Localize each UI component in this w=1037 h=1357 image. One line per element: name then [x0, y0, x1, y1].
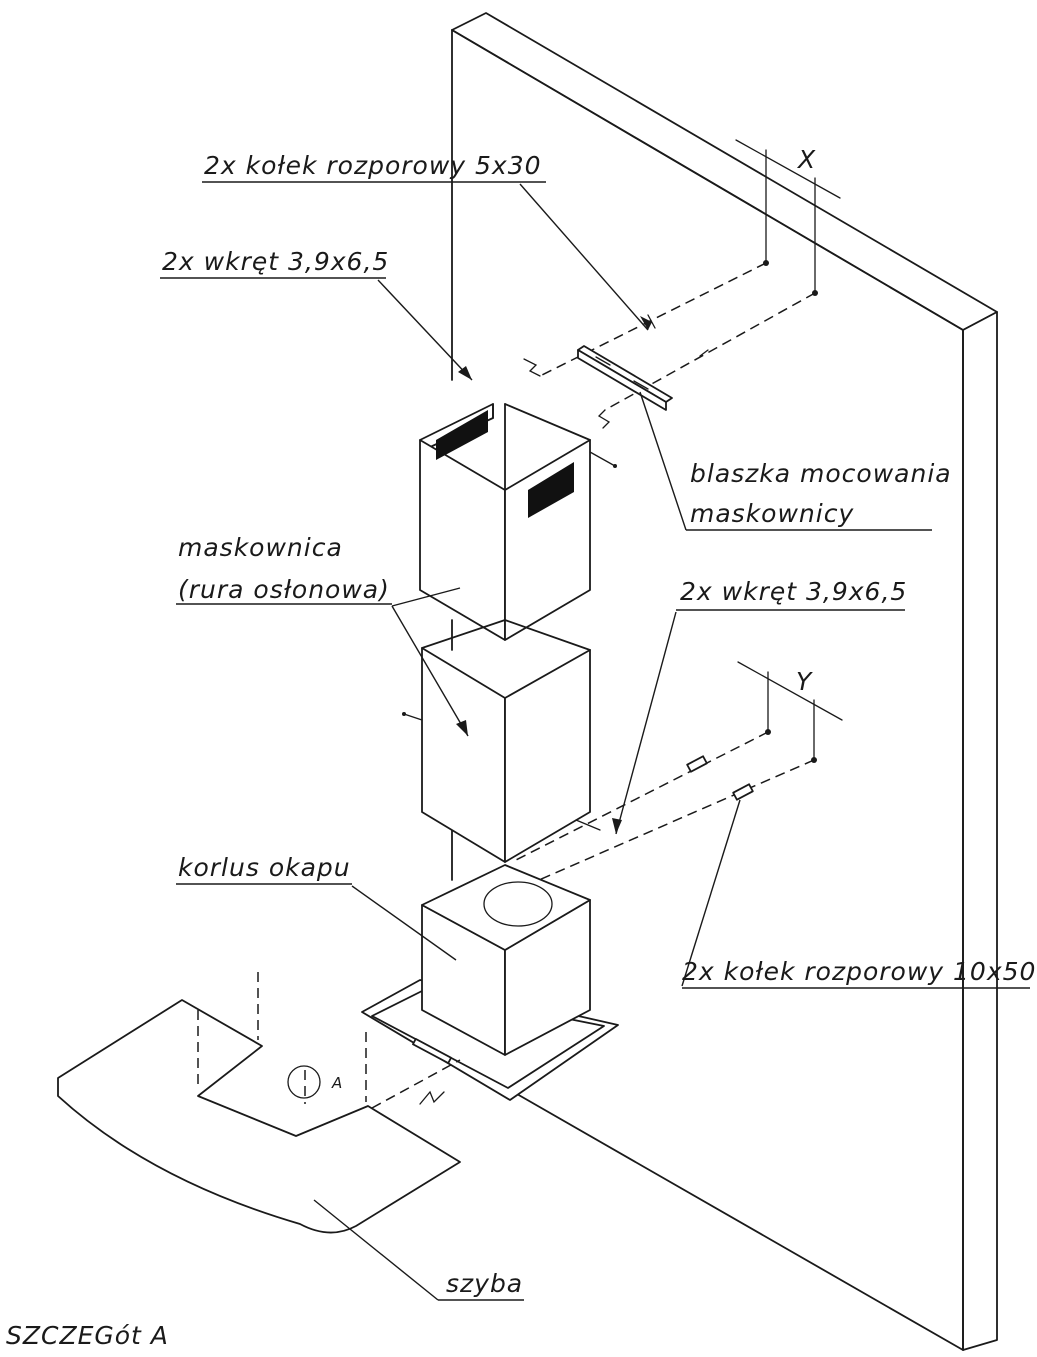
label-hood-body: korlus okapu [178, 853, 351, 882]
hood-body-with-plinth [361, 864, 619, 1101]
glass-plate [57, 972, 461, 1234]
label-cover-line2: (rura osłonowa) [178, 575, 390, 604]
label-dowel-5x30: 2x kołek rozporowy 5x30 [204, 151, 542, 180]
upper-chimney-cover [419, 403, 617, 641]
cover-mounting-bracket [523, 345, 673, 429]
label-dowel-10x50: 2x kołek rozporowy 10x50 [682, 957, 1036, 986]
label-bracket-line2: maskownicy [690, 499, 854, 528]
label-glass: szyba [446, 1269, 523, 1298]
label-detail-marker: A [331, 1074, 342, 1092]
label-screw-top: 2x wkręt 3,9x6,5 [162, 247, 389, 276]
label-detail-title: SZCZEGót A [6, 1321, 169, 1350]
label-axis-y: Y [796, 667, 813, 696]
wall-panel [451, 12, 998, 1351]
label-axis-x: X [796, 145, 816, 174]
label-cover-line1: maskownica [178, 533, 343, 562]
label-screw-mid: 2x wkręt 3,9x6,5 [680, 577, 907, 606]
label-bracket-line1: blaszka mocowania [690, 459, 952, 488]
leader-lines [160, 181, 1030, 1301]
lower-chimney-cover [402, 619, 601, 863]
axis-x-guides [539, 139, 841, 411]
